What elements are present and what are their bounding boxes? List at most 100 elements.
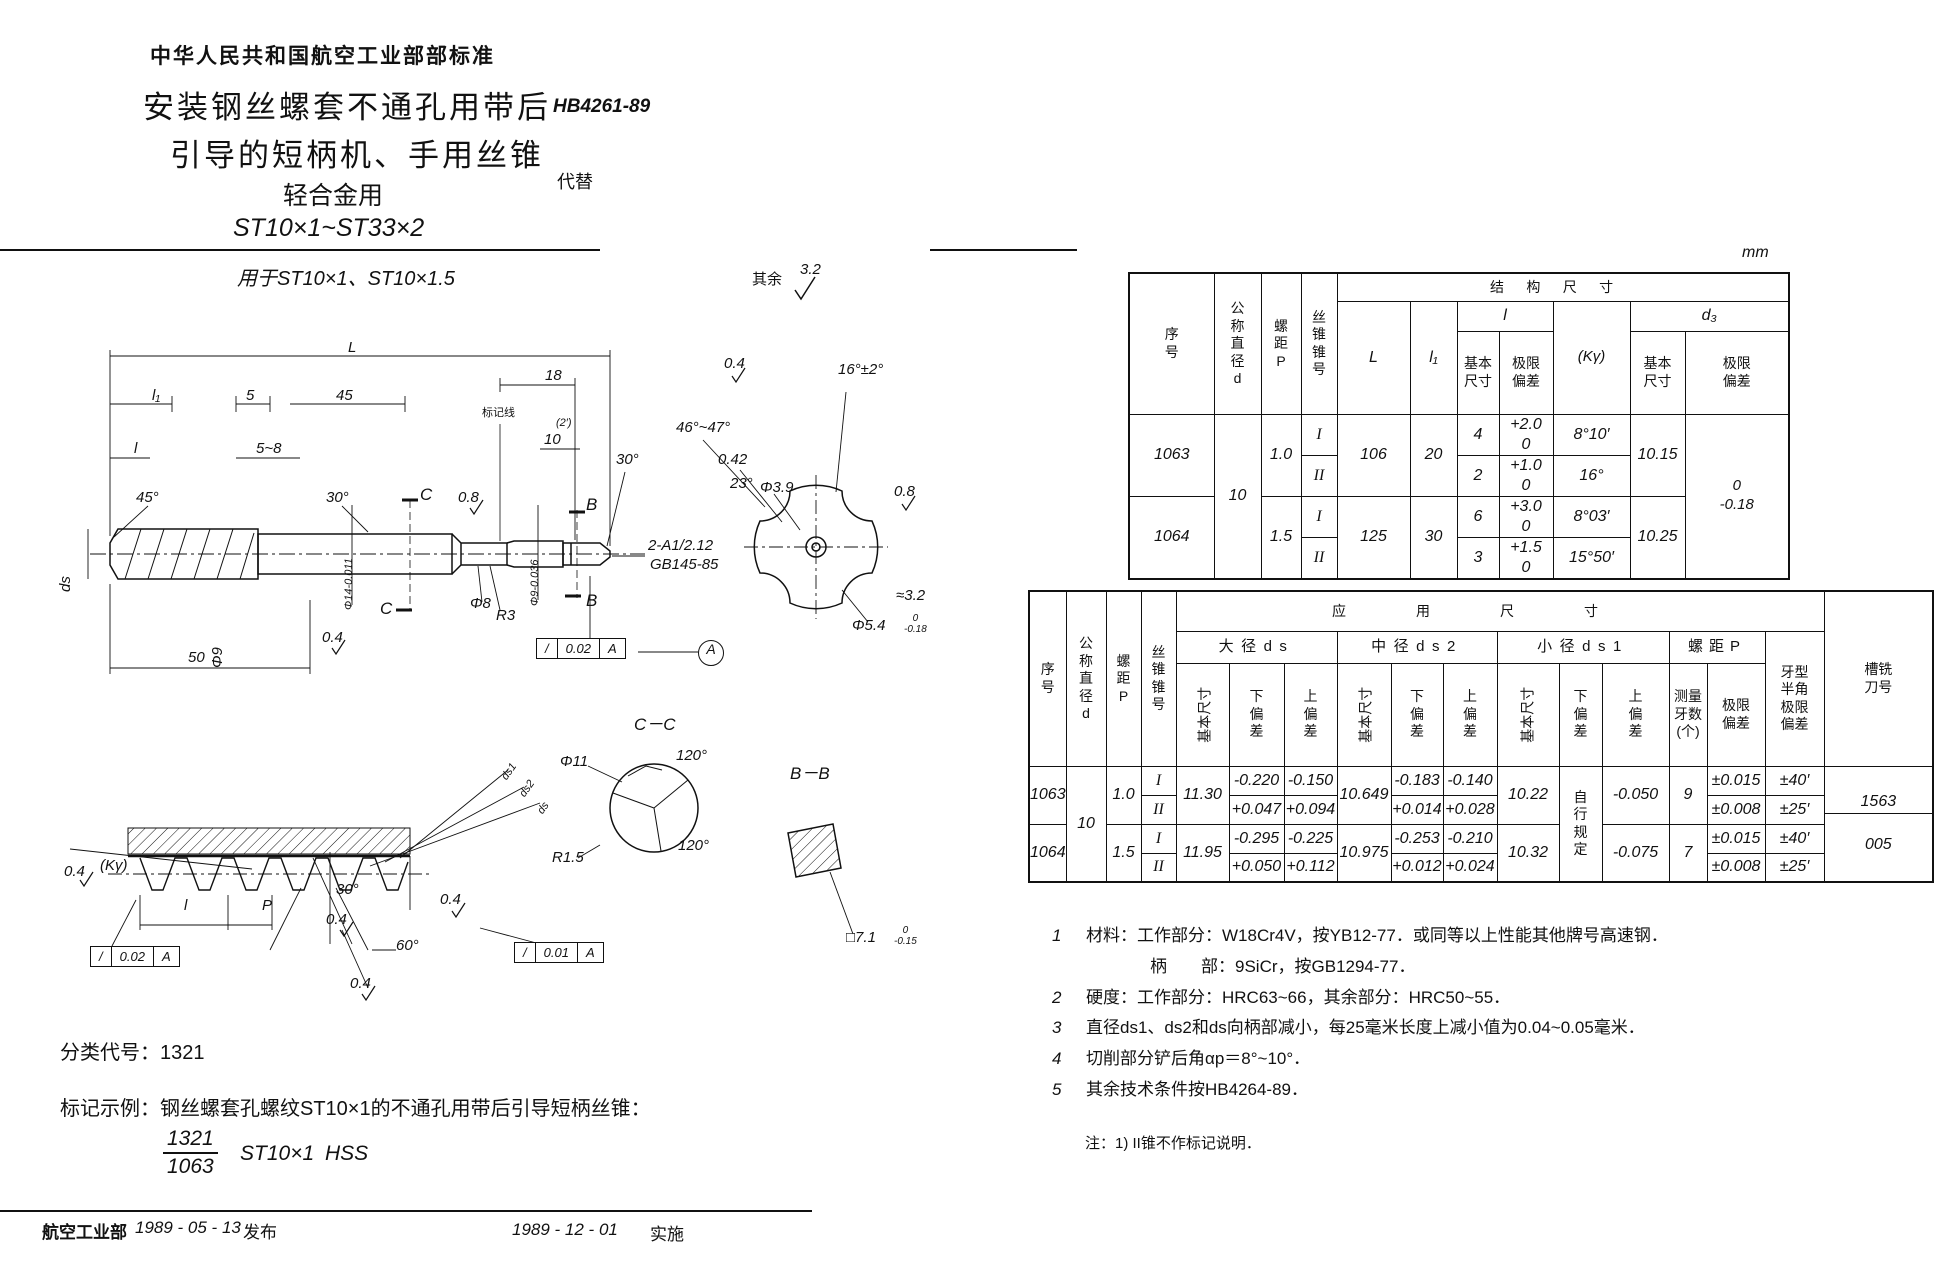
cell: II: [1300, 536, 1338, 579]
group-header-structure: 结构尺寸: [1336, 272, 1790, 302]
designation-fraction: 1321 1063: [163, 1126, 218, 1180]
cell: +0.050: [1228, 852, 1285, 883]
col-header: 下 偏 差: [1228, 662, 1285, 767]
cell: ±0.008: [1706, 852, 1766, 883]
cell: 1.5: [1260, 495, 1302, 579]
cell: 10.22: [1496, 765, 1560, 825]
angle-30-tip-label: 30°: [616, 451, 639, 468]
cell: 11.30: [1175, 765, 1230, 825]
cell: -0.295: [1228, 823, 1285, 854]
col-header: 基本 尺寸: [1629, 330, 1686, 415]
application-dimension-table: 序 号 公 称 直 径 d 螺 距 P 丝 锥 锥 号 应用尺寸 槽铣 刀号 大…: [1028, 590, 1935, 883]
cell: +2.0 0: [1498, 413, 1554, 456]
dim-P-detail-label: P: [262, 897, 273, 914]
section-c-mark-top: C: [420, 485, 433, 504]
dim-phi54-label: Φ5.4: [852, 617, 886, 634]
cutter-number-top: 1563: [1825, 791, 1933, 815]
dim-2prime-label: (2′): [556, 417, 572, 429]
col-header: (Kγ): [1552, 300, 1631, 415]
footer-issue-date: 1989 - 05 - 13: [135, 1218, 241, 1237]
col-header: 序 号: [1128, 272, 1215, 415]
section-b-mark-top: B: [586, 495, 598, 514]
tolerance-frame-right: / 0.01 A: [514, 942, 604, 963]
cell: I: [1140, 765, 1177, 796]
tolerance-value: 0.02: [558, 639, 600, 658]
angle-120a-label: 120°: [676, 747, 708, 764]
cell: +3.0 0: [1498, 495, 1554, 538]
cell: +0.028: [1442, 794, 1498, 825]
doc-scope: 用于ST10×1、ST10×1.5: [237, 268, 455, 290]
cell: I: [1300, 413, 1338, 456]
note-text: 柄 部：9SiCr，按GB1294-77．: [1150, 956, 1416, 976]
dim-l-detail-label: l: [184, 897, 188, 914]
side-view: [87, 350, 698, 674]
col-header: 螺 距 P: [1260, 272, 1302, 415]
section-bb: [787, 823, 854, 935]
col-header: 槽铣 刀号: [1823, 590, 1934, 767]
tolerance-value: 0.02: [112, 947, 154, 966]
cell: 1.5: [1105, 823, 1142, 883]
footer-implementation-action: 实施: [650, 1225, 684, 1244]
note-number: 2: [1052, 987, 1062, 1007]
dim-r15-label: R1.5: [552, 849, 584, 866]
cell: -0.210: [1442, 823, 1498, 854]
section-cc-title: C－C: [634, 715, 676, 734]
col-header: 丝 锥 锥 号: [1140, 590, 1177, 767]
cell: ±0.015: [1706, 823, 1766, 854]
dim-ds-end-label: ds: [57, 576, 74, 592]
tolerance-symbol: /: [91, 947, 112, 966]
cell: I: [1140, 823, 1177, 854]
cell: -0.253: [1390, 823, 1444, 854]
cell: -0.183: [1390, 765, 1444, 796]
angle-30-detail-label: 30°: [336, 881, 359, 898]
doc-title-line2: 引导的短柄机、手用丝锥: [170, 138, 544, 173]
cutter-number-bottom: 005: [1864, 836, 1892, 854]
col-header: 丝 锥 锥 号: [1300, 272, 1338, 415]
cell: II: [1140, 852, 1177, 883]
table-row: 1064 1.5 I 11.95 -0.295 -0.225 10.975 -0…: [1028, 823, 1933, 883]
tolerance-symbol: /: [537, 639, 558, 658]
cell: 8°03′: [1552, 495, 1631, 538]
cell: 10.649: [1336, 765, 1392, 825]
roughness-04-detail: 0.4: [326, 911, 347, 928]
cell: +0.012: [1390, 852, 1444, 883]
dim-042-label: 0.42: [718, 451, 748, 468]
note-item: 2 硬度：工作部分：HRC63~66，其余部分：HRC50~55．: [1052, 986, 1944, 1010]
col-header: 牙型 半角 极限 偏差: [1764, 630, 1825, 767]
col-header-text: 基本尺寸: [1356, 686, 1373, 743]
note-number: 1: [1052, 926, 1062, 945]
note-text: 其余技术条件按HB4264-89．: [1086, 1079, 1309, 1099]
structure-dimension-table: 序 号 公 称 直 径 d 螺 距 P 丝 锥 锥 号 结构尺寸 L l₁ l …: [1128, 272, 1790, 580]
doc-title-line3: 轻合金用: [283, 182, 384, 210]
tolerance-frame-left: / 0.02 A: [90, 946, 180, 967]
col-header: 下 偏 差: [1390, 662, 1444, 767]
cell: 11.95: [1175, 823, 1230, 883]
col-header: 公 称 直 径 d: [1065, 590, 1107, 767]
dim-sq71-tolerance: 0 -0.15: [894, 925, 917, 947]
col-header: 基本尺寸: [1336, 662, 1392, 767]
note-text: 硬度：工作部分：HRC63~66，其余部分：HRC50~55．: [1086, 987, 1511, 1007]
table-row: 1064 1.5 I 125 30 6 +3.0 0 8°03′ 10.25: [1128, 495, 1789, 579]
col-header: 螺 距 P: [1105, 590, 1142, 767]
cell: 7: [1668, 823, 1708, 883]
marking-line-label: 标记线: [482, 407, 515, 419]
cell: 10: [1065, 765, 1107, 883]
angle-120b-label: 120°: [678, 837, 710, 854]
cell: -0.150: [1283, 765, 1338, 796]
cell: 8°10′: [1552, 413, 1631, 456]
section-b-mark-bottom: B: [586, 591, 598, 610]
col-header: d₃: [1629, 300, 1790, 332]
note-item: 1 材料：工作部分：W18Cr4V，按YB12-77．或同等以上性能其他牌号高速…: [1052, 924, 1944, 948]
roughness-04-right: 0.4: [440, 891, 461, 908]
col-header: 上 偏 差: [1601, 662, 1670, 767]
classification-code-line: 分类代号：1321: [60, 1042, 205, 1064]
cell: +1.0 0: [1498, 454, 1554, 497]
dim-phi8-label: Φ8: [470, 595, 491, 612]
group-header-application: 应用尺寸: [1175, 590, 1825, 632]
tolerance-value: 0.01: [536, 943, 578, 962]
cell: -0.220: [1228, 765, 1285, 796]
cell: 1063: [1028, 765, 1067, 825]
table-row: 1063 10 1.0 I 106 20 4 +2.0 0 8°10′ 10.1…: [1128, 413, 1790, 579]
cell: +0.024: [1442, 852, 1498, 883]
title-divider-rule-right: [930, 249, 1077, 251]
